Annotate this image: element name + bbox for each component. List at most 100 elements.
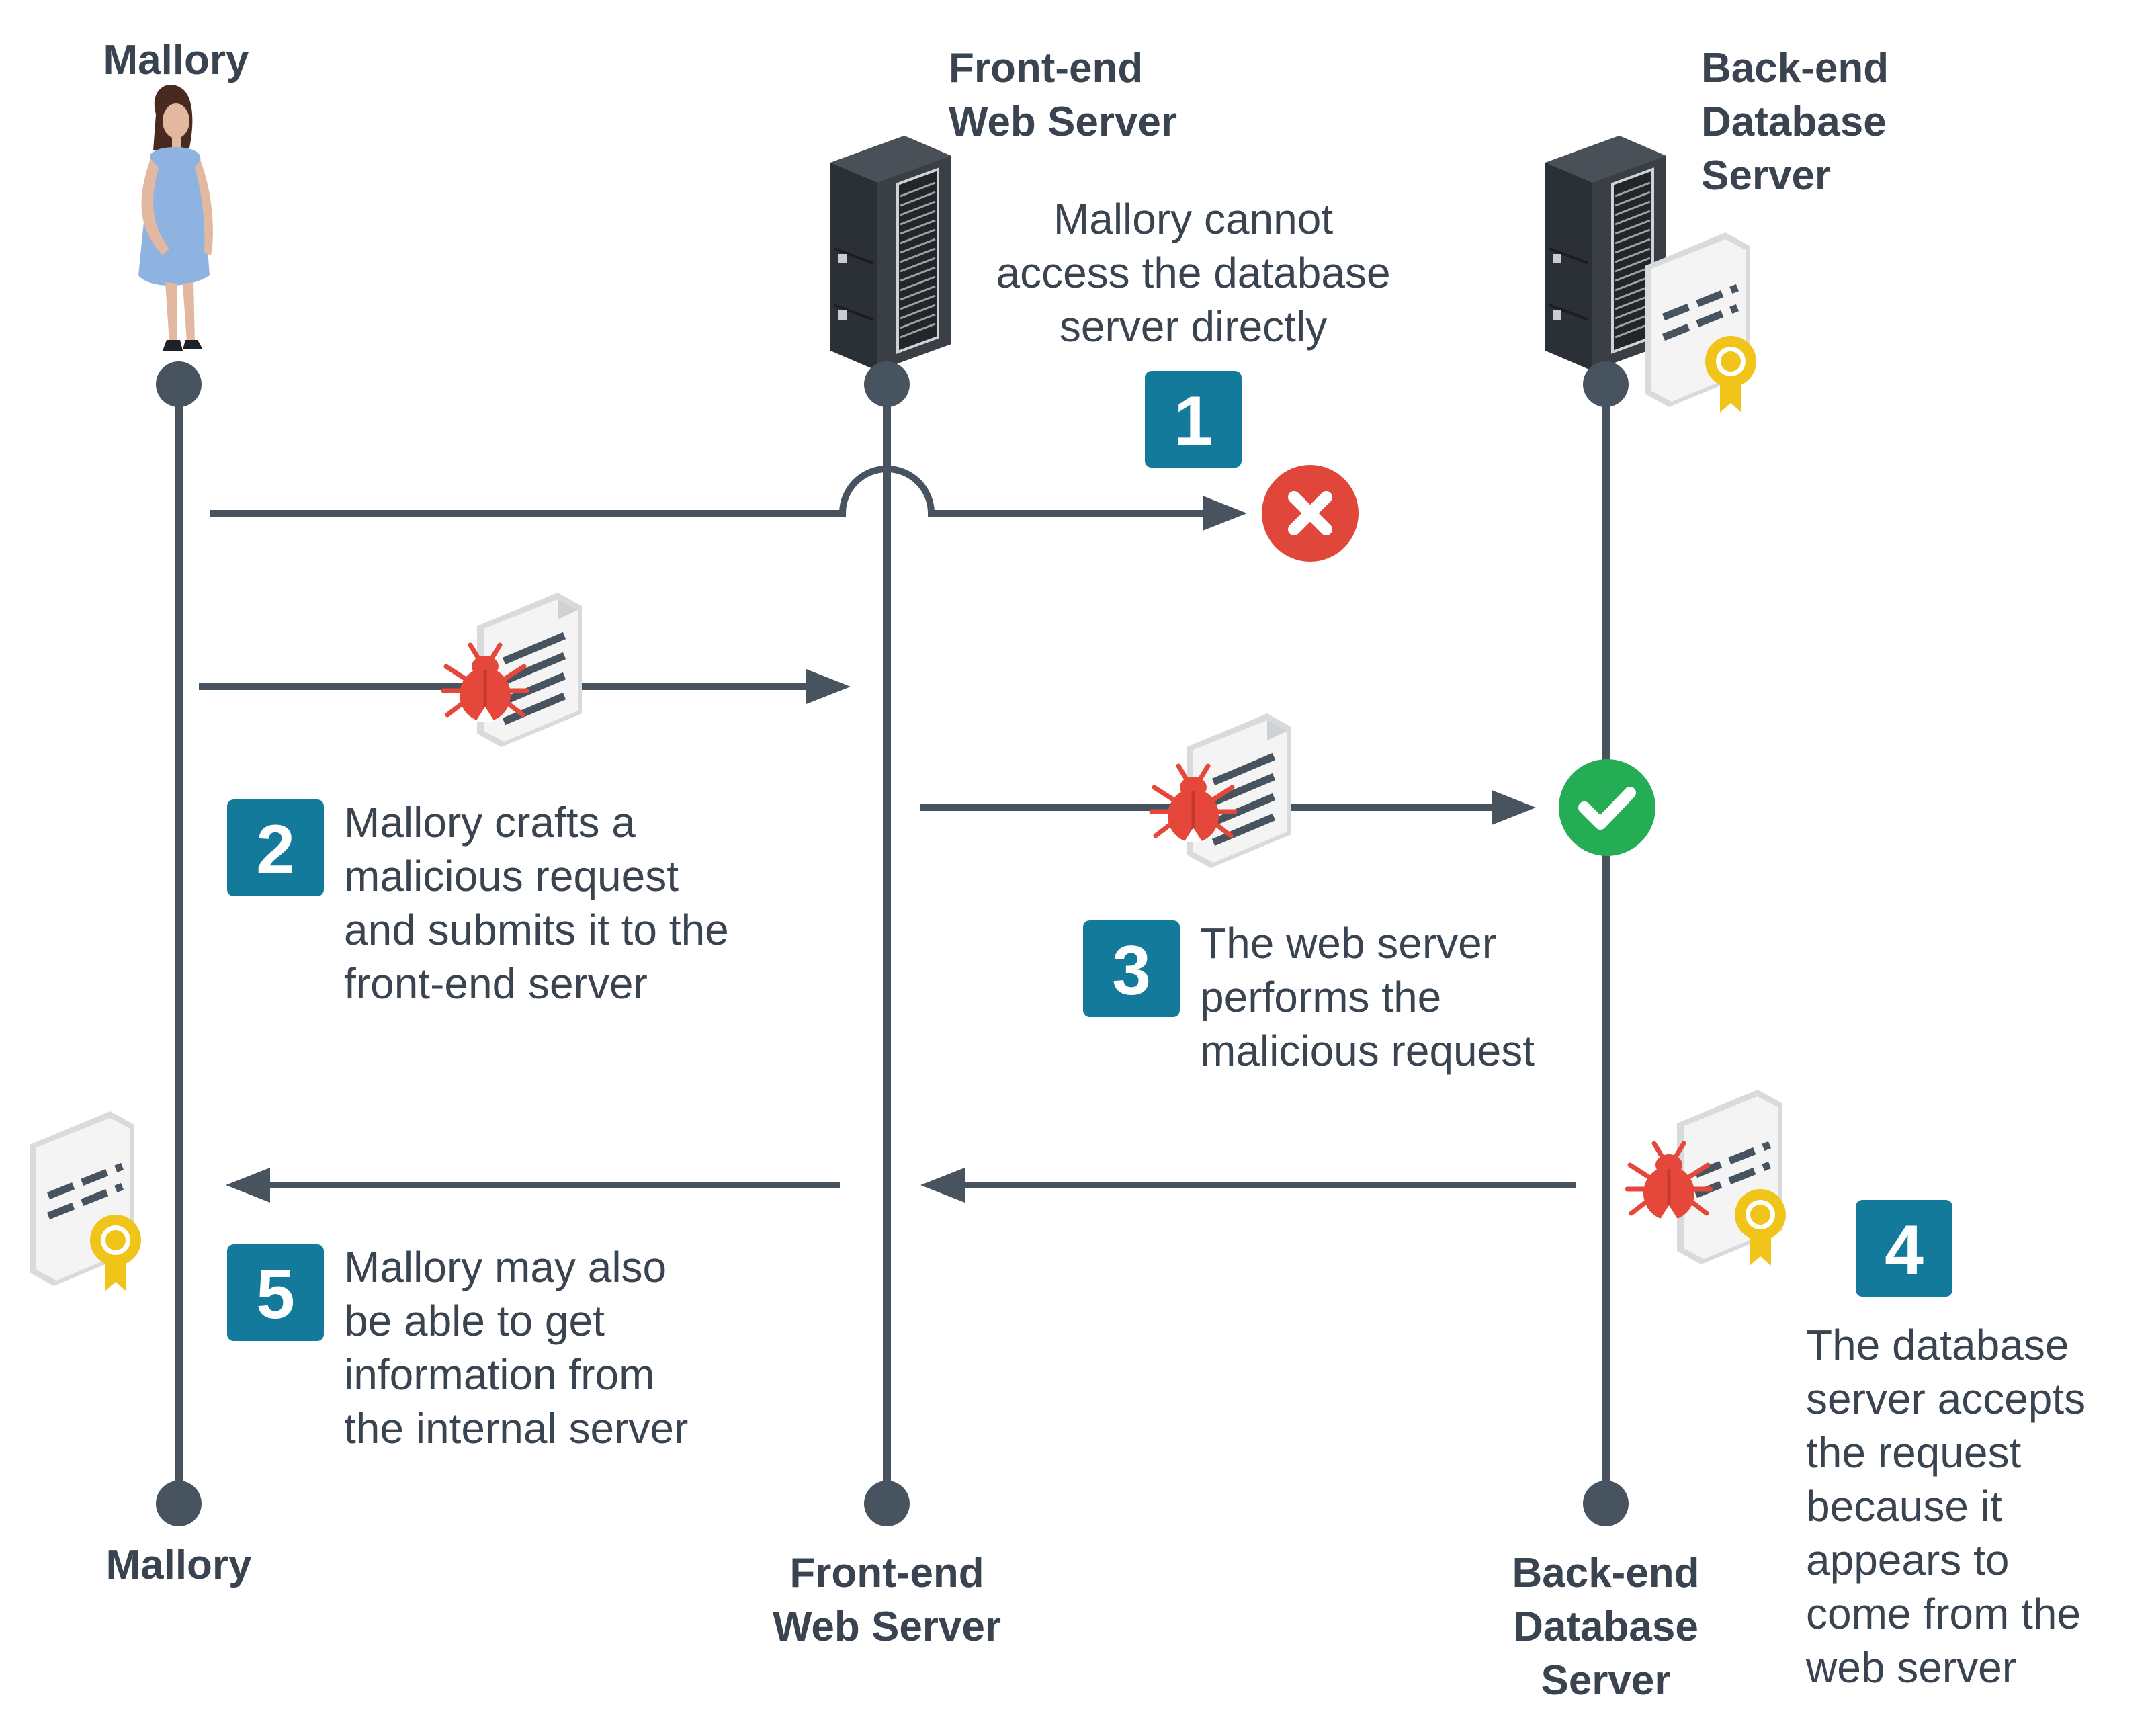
svg-text:Database: Database: [1701, 99, 1887, 145]
svg-text:Database: Database: [1513, 1604, 1698, 1650]
label-top-front-line-2: Web Server: [949, 99, 1177, 145]
step-2-line-1: Mallory crafts a: [344, 798, 636, 847]
step-1-number: 1: [1174, 382, 1213, 460]
lifeline-node-front-bottom: [864, 1481, 910, 1526]
svg-text:malicious request: malicious request: [344, 852, 679, 900]
malicious-document-icon: [1152, 713, 1291, 868]
svg-text:performs the: performs the: [1200, 973, 1441, 1021]
step-5-number: 5: [256, 1256, 295, 1334]
step-1-text: Mallory cannot access the database serve…: [996, 195, 1390, 351]
svg-text:because it: because it: [1806, 1482, 2002, 1530]
step-5-line-2: be able to get: [344, 1297, 605, 1345]
step-2-line-3: and submits it to the: [344, 906, 729, 954]
svg-text:Web Server: Web Server: [773, 1604, 1001, 1650]
malicious-document-icon: [443, 593, 582, 747]
svg-text:5: 5: [256, 1256, 295, 1334]
step-4-text: The database server accepts the request …: [1805, 1321, 2086, 1692]
svg-text:appears to: appears to: [1806, 1536, 2009, 1584]
step-2-text: Mallory crafts a malicious request and s…: [344, 798, 729, 1008]
svg-text:and submits it to the: and submits it to the: [344, 906, 729, 954]
step-5-line-4: the internal server: [344, 1404, 688, 1452]
label-top-back-line-1: Back-end: [1701, 45, 1889, 91]
step-4-line-6: come from the: [1806, 1590, 2081, 1638]
label-top-back: Back-end Database Server: [1701, 45, 1889, 199]
svg-text:malicious request: malicious request: [1200, 1027, 1535, 1075]
svg-text:Front-end: Front-end: [949, 45, 1143, 91]
step-4-line-2: server accepts: [1806, 1375, 2086, 1423]
step-2-line-4: front-end server: [344, 959, 648, 1008]
label-top-mallory-line: Mallory: [103, 37, 249, 83]
step-3-line-2: performs the: [1200, 973, 1441, 1021]
step-4-badge: 4: [1856, 1200, 1952, 1297]
svg-text:information from: information from: [344, 1350, 654, 1399]
step-3-line-1: The web server: [1200, 919, 1496, 967]
svg-text:1: 1: [1174, 382, 1213, 460]
svg-text:Server: Server: [1701, 153, 1831, 199]
step-4-number: 4: [1885, 1211, 1924, 1289]
step-5-line-3: information from: [344, 1350, 654, 1399]
svg-text:Back-end: Back-end: [1701, 45, 1889, 91]
svg-text:4: 4: [1885, 1211, 1924, 1289]
label-bottom-back-line-2: Database: [1513, 1604, 1698, 1650]
step-2-number: 2: [256, 811, 295, 889]
arrowhead-step-3: [1492, 790, 1536, 825]
label-bottom-back-line-1: Back-end: [1512, 1550, 1699, 1596]
step-1-line-1: Mallory cannot: [1054, 195, 1333, 243]
check-icon: [1559, 759, 1656, 856]
svg-text:Front-end: Front-end: [789, 1550, 984, 1596]
svg-text:Mallory cannot: Mallory cannot: [1054, 195, 1333, 243]
arrowhead-step-1: [1203, 496, 1247, 531]
malicious-document-icon: [1627, 1090, 1786, 1266]
step-3-line-3: malicious request: [1200, 1027, 1535, 1075]
label-top-front: Front-end Web Server: [949, 45, 1177, 145]
label-bottom-front-line-2: Web Server: [773, 1604, 1001, 1650]
step-5-badge: 5: [227, 1244, 324, 1341]
label-bottom-front-line-1: Front-end: [789, 1550, 984, 1596]
svg-text:Mallory: Mallory: [105, 1542, 252, 1588]
lifeline-node-back-bottom: [1583, 1481, 1629, 1526]
svg-text:Mallory crafts a: Mallory crafts a: [344, 798, 636, 847]
svg-text:Mallory: Mallory: [103, 37, 249, 83]
svg-text:The web server: The web server: [1200, 919, 1496, 967]
lifeline-node-back-top: [1583, 361, 1629, 407]
svg-text:Web Server: Web Server: [949, 99, 1177, 145]
svg-text:Mallory may also: Mallory may also: [344, 1243, 666, 1291]
svg-text:access the database: access the database: [996, 249, 1390, 297]
server-rack-icon: [829, 134, 953, 372]
svg-text:Back-end: Back-end: [1512, 1550, 1699, 1596]
step-4-line-3: the request: [1806, 1428, 2021, 1477]
svg-text:server directly: server directly: [1060, 302, 1327, 351]
step-3-badge: 3: [1083, 920, 1180, 1017]
arrowhead-step-4: [920, 1168, 965, 1203]
svg-text:the request: the request: [1806, 1428, 2021, 1477]
label-bottom-back-line-3: Server: [1541, 1657, 1670, 1704]
label-bottom-mallory: Mallory: [105, 1542, 252, 1588]
label-top-front-line-1: Front-end: [949, 45, 1143, 91]
svg-text:be able to get: be able to get: [344, 1297, 605, 1345]
woman-icon: [138, 85, 213, 351]
step-5-text: Mallory may also be able to get informat…: [344, 1243, 688, 1452]
certificate-icon: [1645, 232, 1756, 413]
x-icon: [1262, 465, 1359, 562]
lifeline-node-front-top: [864, 361, 910, 407]
step-4-line-4: because it: [1806, 1482, 2002, 1530]
step-1-badge: 1: [1145, 371, 1242, 468]
step-4-line-5: appears to: [1806, 1536, 2009, 1584]
step-1-line-2: access the database: [996, 249, 1390, 297]
svg-text:the internal server: the internal server: [344, 1404, 688, 1452]
label-bottom-front: Front-end Web Server: [773, 1550, 1001, 1650]
step-4-line-7: web server: [1805, 1643, 2016, 1692]
step-1-line-3: server directly: [1060, 302, 1327, 351]
arrow-step-1: [210, 466, 1209, 517]
svg-text:The database: The database: [1806, 1321, 2069, 1369]
svg-text:Server: Server: [1541, 1657, 1670, 1704]
label-top-back-line-3: Server: [1701, 153, 1831, 199]
step-2-badge: 2: [227, 799, 324, 896]
svg-text:web server: web server: [1805, 1643, 2016, 1692]
lifeline-node-mallory-bottom: [156, 1481, 202, 1526]
step-3-number: 3: [1112, 932, 1151, 1010]
label-bottom-back: Back-end Database Server: [1512, 1550, 1699, 1704]
certificate-icon: [30, 1111, 141, 1291]
step-5-line-1: Mallory may also: [344, 1243, 666, 1291]
label-bottom-mallory-line: Mallory: [105, 1542, 252, 1588]
